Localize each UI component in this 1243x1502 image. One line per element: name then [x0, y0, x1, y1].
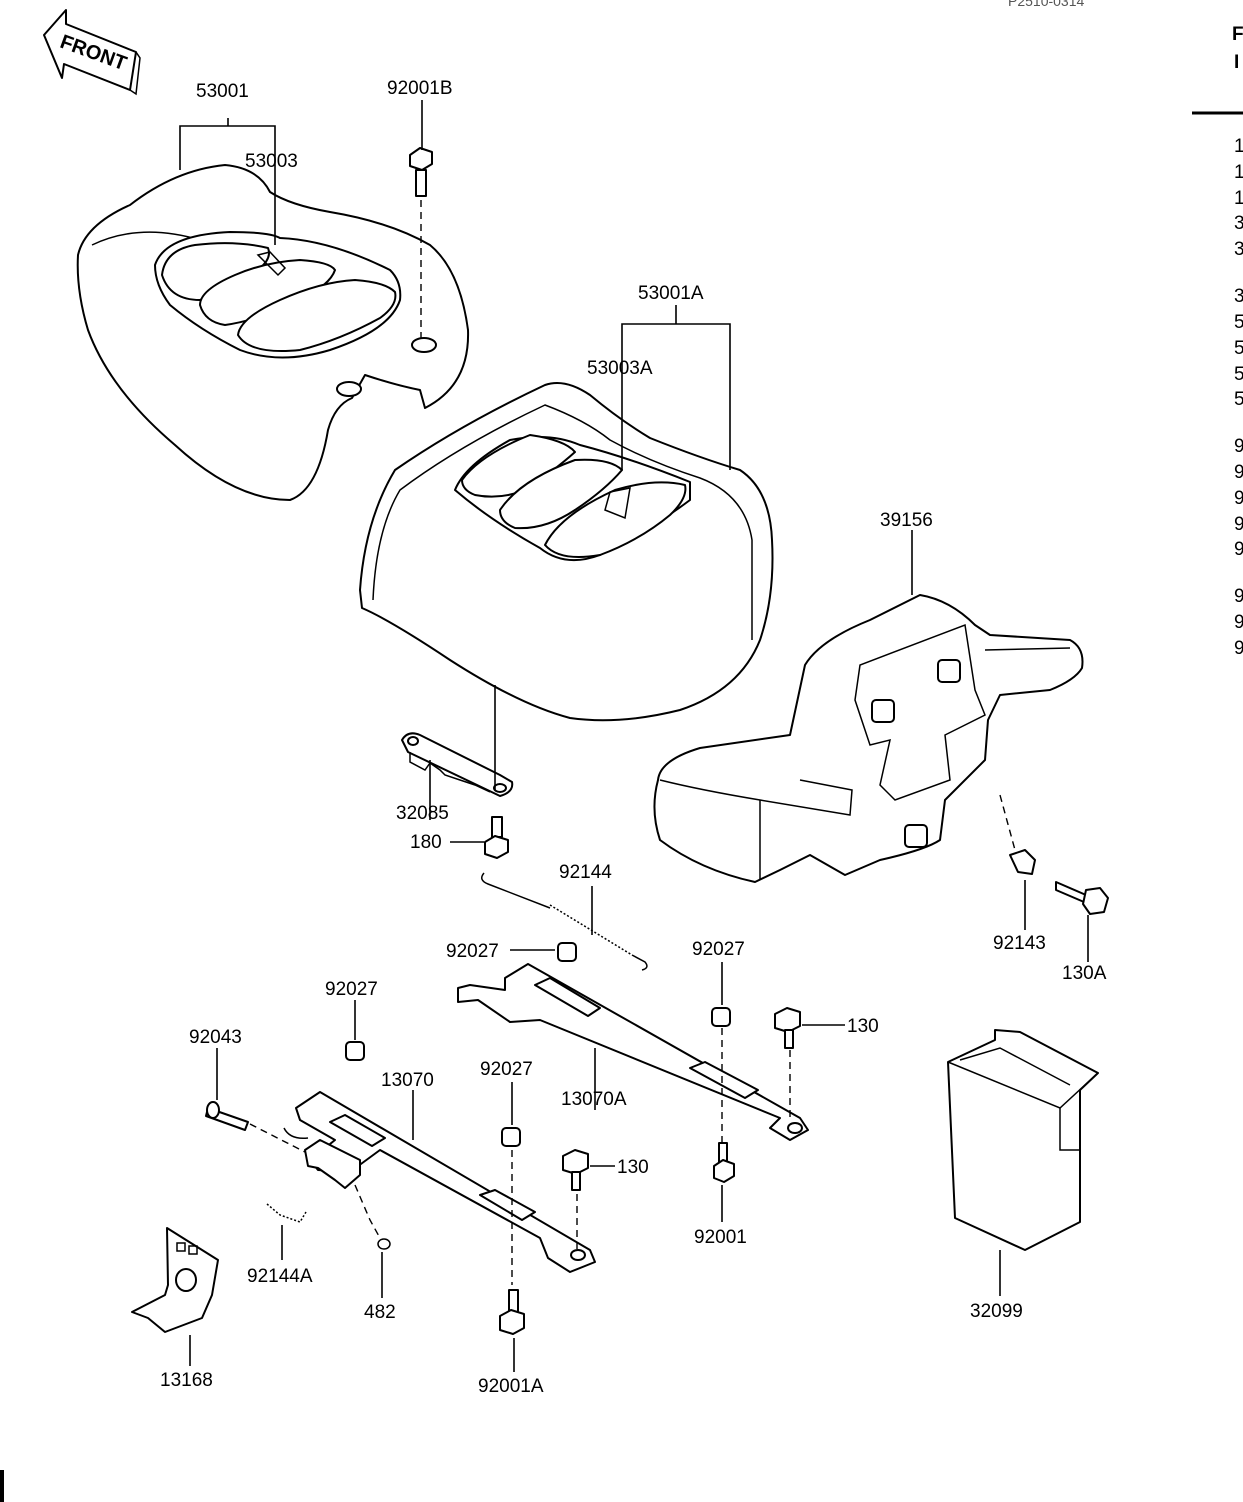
right-header-2: I — [1234, 52, 1239, 73]
label-32099: 32099 — [970, 1301, 1023, 1322]
label-130A: 130A — [1062, 963, 1107, 984]
right-column-glyph: 1 — [1234, 188, 1243, 209]
label-53003A: 53003A — [587, 358, 653, 379]
storage-box — [947, 1029, 1099, 1251]
right-column-glyph: 9 — [1234, 586, 1243, 607]
label-92001: 92001 — [694, 1227, 747, 1248]
collar-92027-c — [345, 1041, 365, 1061]
bolt-92001 — [713, 1142, 735, 1183]
carrier-rack — [653, 594, 1084, 883]
bolt-92001B — [409, 147, 433, 197]
collar-92027-a — [557, 942, 577, 962]
label-130-a: 130 — [847, 1016, 879, 1037]
label-53001A: 53001A — [638, 283, 704, 304]
label-92027-b: 92027 — [692, 939, 745, 960]
label-92144: 92144 — [559, 862, 612, 883]
seat-stay-13070 — [283, 1091, 596, 1273]
right-column-glyph: 9 — [1234, 514, 1243, 535]
right-column-glyph: 3 — [1234, 239, 1243, 260]
front-arrow: FRONT — [43, 9, 141, 96]
seat-front-cushion — [76, 164, 470, 501]
collar-92143 — [1009, 849, 1036, 875]
bolt-130A — [1055, 881, 1109, 915]
label-92027-c: 92027 — [325, 979, 378, 1000]
label-92027-d: 92027 — [480, 1059, 533, 1080]
label-53003: 53003 — [245, 151, 298, 172]
collar-92027-b — [711, 1007, 731, 1027]
label-92001A: 92001A — [478, 1376, 544, 1397]
bracket-32085 — [401, 732, 514, 797]
right-column-glyph: 1 — [1234, 162, 1243, 183]
hook-plate — [131, 1227, 219, 1333]
right-column-glyph: 5 — [1234, 312, 1243, 333]
right-column-numbers: 1 1 1 3 3 3 5 5 5 5 9 9 9 9 9 9 9 9 — [1234, 136, 1243, 659]
label-92144A: 92144A — [247, 1266, 313, 1287]
pin-92043 — [205, 1101, 249, 1131]
right-header-1: F — [1232, 24, 1243, 45]
right-column-glyph: 3 — [1234, 213, 1243, 234]
label-92027-a: 92027 — [446, 941, 499, 962]
bolt-130-b — [562, 1149, 589, 1191]
label-482: 482 — [364, 1302, 396, 1323]
right-column-glyph: 9 — [1234, 462, 1243, 483]
label-13168: 13168 — [160, 1370, 213, 1391]
collar-92027-d — [501, 1127, 521, 1147]
label-39156: 39156 — [880, 510, 933, 531]
spring-92144A — [266, 1203, 307, 1223]
clip-482 — [377, 1238, 391, 1250]
right-column-glyph: 9 — [1234, 488, 1243, 509]
label-92043: 92043 — [189, 1027, 242, 1048]
bolt-130-a — [774, 1007, 801, 1049]
right-column-glyph: 9 — [1234, 638, 1243, 659]
label-180: 180 — [410, 832, 442, 853]
spring-92144 — [481, 872, 648, 971]
hinge-bracket — [304, 1139, 361, 1189]
leader-lines — [179, 100, 1089, 1372]
figure-code: P2510-0314 — [1008, 0, 1085, 9]
label-13070A: 13070A — [561, 1089, 627, 1110]
seat-stay-13070A — [457, 963, 809, 1141]
label-13070: 13070 — [381, 1070, 434, 1091]
right-column-glyph: 9 — [1234, 539, 1243, 560]
label-130-b: 130 — [617, 1157, 649, 1178]
label-53001: 53001 — [196, 81, 249, 102]
label-32085: 32085 — [396, 803, 449, 824]
right-column-glyph: 5 — [1234, 389, 1243, 410]
right-column-glyph: 1 — [1234, 136, 1243, 157]
right-column-glyph: 5 — [1234, 364, 1243, 385]
label-92001B: 92001B — [387, 78, 453, 99]
seat-rear-cushion — [359, 382, 774, 722]
left-edge-mark — [0, 1470, 4, 1502]
label-92143: 92143 — [993, 933, 1046, 954]
right-column-glyph: 3 — [1234, 286, 1243, 307]
bolt-92001A — [499, 1289, 525, 1335]
bolt-180 — [484, 816, 509, 859]
right-column-glyph: 9 — [1234, 436, 1243, 457]
right-column-glyph: 5 — [1234, 338, 1243, 359]
right-column-glyph: 9 — [1234, 612, 1243, 633]
